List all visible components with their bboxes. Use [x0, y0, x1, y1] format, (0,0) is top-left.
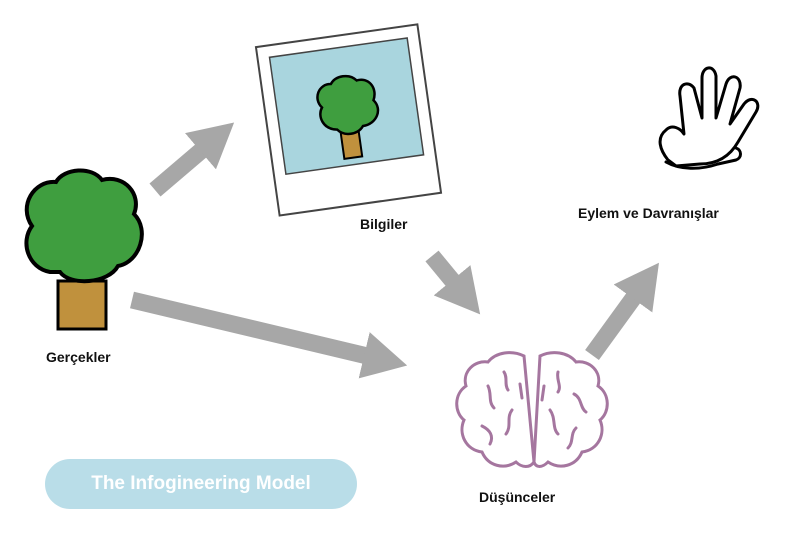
hand-icon — [658, 66, 760, 170]
arrow-thoughts-to-actions — [585, 262, 659, 360]
thoughts-label: Düşünceler — [479, 489, 556, 505]
photo-of-tree-icon — [254, 23, 443, 217]
actions-label: Eylem ve Davranışlar — [578, 205, 719, 221]
model-title-badge: The Infogineering Model — [45, 459, 357, 509]
information-label: Bilgiler — [360, 216, 408, 232]
arrow-facts-to-information — [149, 122, 235, 197]
arrow-information-to-thoughts — [425, 250, 481, 315]
tree-icon — [24, 168, 144, 331]
facts-label: Gerçekler — [46, 349, 111, 365]
arrow-facts-to-thoughts — [130, 291, 408, 379]
brain-icon — [455, 351, 609, 468]
